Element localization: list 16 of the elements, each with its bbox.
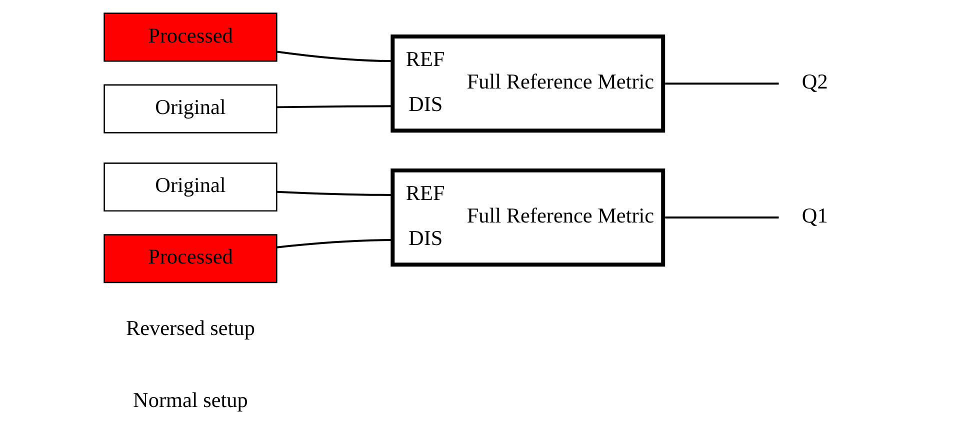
connector (665, 216, 779, 218)
node-box: REF Full Reference Metric DIS (390, 34, 666, 133)
node-box: REF Full Reference Metric DIS (390, 168, 666, 267)
connector (665, 82, 779, 85)
node-box: Processed (104, 234, 278, 284)
label: Reversed setup (126, 316, 255, 340)
node-box: Processed (104, 12, 278, 62)
connector (276, 105, 394, 108)
connector (277, 50, 394, 62)
connector (276, 239, 394, 248)
connector (276, 190, 394, 196)
node-box: Original (104, 162, 278, 212)
label: Normal setup (133, 388, 248, 412)
node-text: Q2 (802, 70, 828, 94)
node-box: Original (104, 84, 278, 134)
node-text: Q1 (802, 204, 828, 228)
